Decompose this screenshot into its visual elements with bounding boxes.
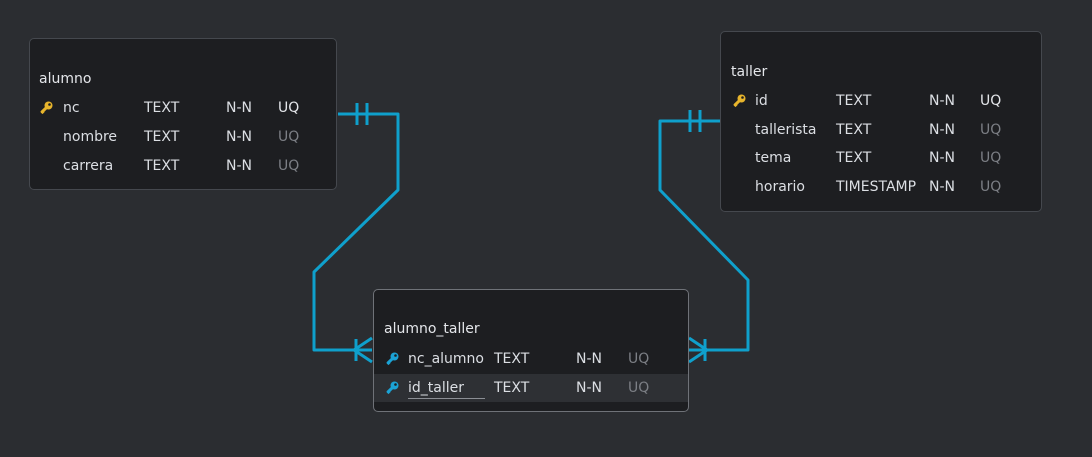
table-title[interactable]: taller xyxy=(731,64,768,80)
not-null-flag[interactable]: N-N xyxy=(929,179,955,195)
column-type[interactable]: TEXT xyxy=(836,122,872,138)
column-name[interactable]: tema xyxy=(755,150,792,166)
column-row-carrera[interactable]: carrera TEXT N-N UQ xyxy=(30,152,336,180)
not-null-flag[interactable]: N-N xyxy=(226,100,252,116)
column-type[interactable]: TEXT xyxy=(494,380,530,396)
column-row-nc[interactable]: nc TEXT N-N UQ xyxy=(30,94,336,122)
column-type[interactable]: TEXT xyxy=(494,351,530,367)
not-null-flag[interactable]: N-N xyxy=(576,380,602,396)
column-name[interactable]: carrera xyxy=(63,158,114,174)
foreign-key-icon xyxy=(386,381,399,395)
crowfoot-marker xyxy=(688,336,709,364)
column-row-tallerista[interactable]: tallerista TEXT N-N UQ xyxy=(721,116,1041,144)
column-row-id[interactable]: id TEXT N-N UQ xyxy=(721,87,1041,115)
primary-key-icon xyxy=(40,101,53,115)
column-name[interactable]: tallerista xyxy=(755,122,817,138)
not-null-flag[interactable]: N-N xyxy=(929,122,955,138)
column-name[interactable]: id xyxy=(755,93,768,109)
crowfoot-marker xyxy=(352,336,373,364)
unique-flag[interactable]: UQ xyxy=(628,380,650,396)
column-row-nombre[interactable]: nombre TEXT N-N UQ xyxy=(30,123,336,151)
not-null-flag[interactable]: N-N xyxy=(929,93,955,109)
table-alumno-taller[interactable]: alumno_taller nc_alumno TEXT N-N UQ id_t… xyxy=(373,289,689,412)
column-row-horario[interactable]: horario TIMESTAMP N-N UQ xyxy=(721,173,1041,201)
column-type[interactable]: TIMESTAMP xyxy=(836,179,917,195)
table-taller[interactable]: taller id TEXT N-N UQ tallerista TEXT N-… xyxy=(720,31,1042,212)
column-type[interactable]: TEXT xyxy=(836,93,872,109)
not-null-flag[interactable]: N-N xyxy=(576,351,602,367)
table-title[interactable]: alumno xyxy=(39,71,92,87)
table-title[interactable]: alumno_taller xyxy=(384,321,480,337)
relation-line-taller-alumno-taller[interactable] xyxy=(658,119,750,352)
column-name[interactable]: nc_alumno xyxy=(408,351,484,367)
unique-flag[interactable]: UQ xyxy=(980,150,1002,166)
foreign-key-icon xyxy=(386,352,399,366)
column-type[interactable]: TEXT xyxy=(144,129,180,145)
unique-flag[interactable]: UQ xyxy=(278,129,300,145)
unique-flag[interactable]: UQ xyxy=(278,158,300,174)
not-null-flag[interactable]: N-N xyxy=(226,158,252,174)
unique-flag[interactable]: UQ xyxy=(980,179,1002,195)
unique-flag[interactable]: UQ xyxy=(980,122,1002,138)
relation-line-alumno-alumno-taller[interactable] xyxy=(312,112,400,352)
column-type[interactable]: TEXT xyxy=(144,100,180,116)
column-type[interactable]: TEXT xyxy=(144,158,180,174)
column-row-id-taller[interactable]: id_taller TEXT N-N UQ xyxy=(374,374,688,402)
unique-flag[interactable]: UQ xyxy=(628,351,650,367)
column-name[interactable]: nc xyxy=(63,100,80,116)
unique-flag[interactable]: UQ xyxy=(980,93,1002,109)
column-row-tema[interactable]: tema TEXT N-N UQ xyxy=(721,144,1041,172)
table-alumno[interactable]: alumno nc TEXT N-N UQ nombre TEXT N-N UQ… xyxy=(29,38,337,190)
not-null-flag[interactable]: N-N xyxy=(226,129,252,145)
column-name[interactable]: nombre xyxy=(63,129,118,145)
unique-flag[interactable]: UQ xyxy=(278,100,300,116)
column-name-edit-underline xyxy=(408,398,485,399)
primary-key-icon xyxy=(733,94,746,108)
column-name[interactable]: horario xyxy=(755,179,805,195)
column-row-nc-alumno[interactable]: nc_alumno TEXT N-N UQ xyxy=(374,345,688,373)
not-null-flag[interactable]: N-N xyxy=(929,150,955,166)
column-name[interactable]: id_taller xyxy=(408,380,464,396)
column-type[interactable]: TEXT xyxy=(836,150,872,166)
